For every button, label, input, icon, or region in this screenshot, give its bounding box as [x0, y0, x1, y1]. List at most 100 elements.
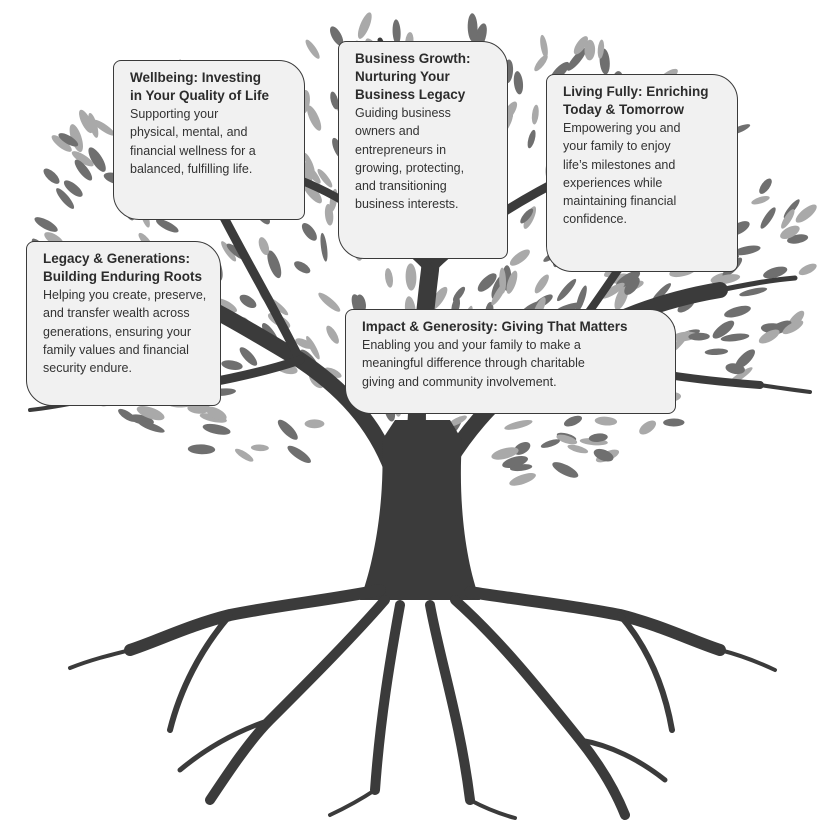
leaf — [318, 292, 341, 312]
root — [425, 600, 475, 805]
leaf — [43, 168, 60, 184]
leaf — [317, 168, 333, 188]
card-legacy-title: Legacy & Generations: Building Enduring … — [43, 251, 202, 284]
leaf — [733, 245, 761, 256]
root — [617, 612, 675, 733]
leaf — [556, 434, 578, 445]
leaf — [221, 360, 243, 370]
leaf — [258, 237, 270, 256]
leaf — [294, 261, 311, 274]
leaf — [540, 34, 548, 58]
card-impact-title: Impact & Generosity: Giving That Matters — [362, 319, 628, 334]
leaf — [330, 91, 339, 110]
leaf — [63, 180, 83, 197]
trunk-body — [360, 420, 480, 600]
tree-roots — [68, 584, 777, 820]
leaf — [137, 420, 165, 433]
card-legacy-generations: Legacy & Generations: Building Enduring … — [26, 241, 221, 406]
leaf — [287, 445, 311, 464]
leaf — [573, 36, 588, 55]
card-wellbeing-body: Supporting your physical, mental, and fi… — [130, 107, 256, 176]
leaf — [306, 105, 322, 131]
card-business-body: Guiding business owners and entrepreneur… — [355, 106, 465, 212]
leaf — [303, 152, 315, 174]
root — [328, 788, 377, 817]
leaf — [527, 129, 536, 149]
root — [167, 612, 233, 733]
root — [370, 600, 405, 795]
card-impact-body: Enabling you and your family to make a m… — [362, 338, 585, 389]
leaf — [506, 270, 518, 294]
branch — [758, 383, 812, 394]
leaf — [567, 48, 587, 71]
root — [577, 737, 668, 783]
card-legacy-body: Helping you create, preserve, and transf… — [43, 288, 207, 376]
leaf — [235, 448, 254, 462]
leaf — [780, 225, 800, 240]
leaf — [601, 282, 625, 299]
leaf — [267, 250, 282, 279]
leaf — [704, 348, 729, 356]
leaf — [739, 287, 768, 297]
leaf — [540, 439, 560, 448]
leaf — [509, 464, 533, 472]
leaf — [205, 406, 227, 421]
leaf — [452, 286, 466, 302]
leaf — [584, 39, 596, 61]
leaf — [392, 19, 401, 45]
root — [68, 648, 132, 670]
trunk — [360, 420, 480, 600]
leaf — [712, 320, 735, 339]
leaf — [725, 363, 745, 375]
leaf — [594, 416, 618, 426]
leaf — [724, 305, 751, 318]
leaf — [534, 54, 548, 72]
card-business-growth: Business Growth: Nurturing Your Business… — [338, 41, 508, 259]
leaf — [567, 444, 589, 454]
card-living-fully: Living Fully: Enriching Today & Tomorrow… — [546, 74, 738, 272]
leaf — [326, 325, 339, 344]
leaf — [384, 268, 394, 288]
card-living-title: Living Fully: Enriching Today & Tomorrow — [563, 84, 709, 117]
leaf — [760, 207, 776, 229]
leaf — [69, 124, 83, 153]
leaf — [239, 294, 257, 309]
leaf — [593, 448, 614, 462]
card-impact-generosity: Impact & Generosity: Giving That Matters… — [345, 309, 676, 414]
leaf — [356, 294, 366, 313]
branch — [717, 275, 798, 293]
leaf — [305, 39, 320, 59]
leaf — [504, 419, 533, 430]
leaf — [199, 413, 227, 423]
leaf — [563, 415, 583, 427]
leaf — [250, 444, 269, 452]
leaf — [304, 419, 325, 429]
leaf — [156, 219, 179, 233]
leaf — [523, 206, 537, 229]
leaf — [758, 329, 780, 344]
leaf — [759, 178, 772, 194]
leaf — [552, 462, 579, 478]
leaf — [735, 349, 755, 369]
leaf — [88, 112, 99, 138]
leaf — [221, 241, 237, 262]
leaf — [509, 473, 536, 486]
leaf — [795, 204, 817, 223]
root — [718, 648, 777, 672]
root — [450, 595, 630, 820]
leaf — [491, 447, 519, 460]
leaf — [798, 263, 817, 276]
card-living-body: Empowering you and your family to enjoy … — [563, 121, 681, 227]
card-wellbeing-title: Wellbeing: Investing in Your Quality of … — [130, 70, 270, 103]
root — [468, 798, 517, 820]
leaf — [239, 347, 258, 366]
leaf — [301, 223, 317, 241]
leaf — [502, 456, 528, 468]
leaf — [306, 335, 320, 360]
card-wellbeing: Wellbeing: Investing in Your Quality of … — [113, 60, 305, 220]
leaf — [751, 195, 770, 205]
leaf — [92, 119, 115, 136]
leaf — [71, 151, 94, 167]
leaf — [520, 208, 534, 224]
